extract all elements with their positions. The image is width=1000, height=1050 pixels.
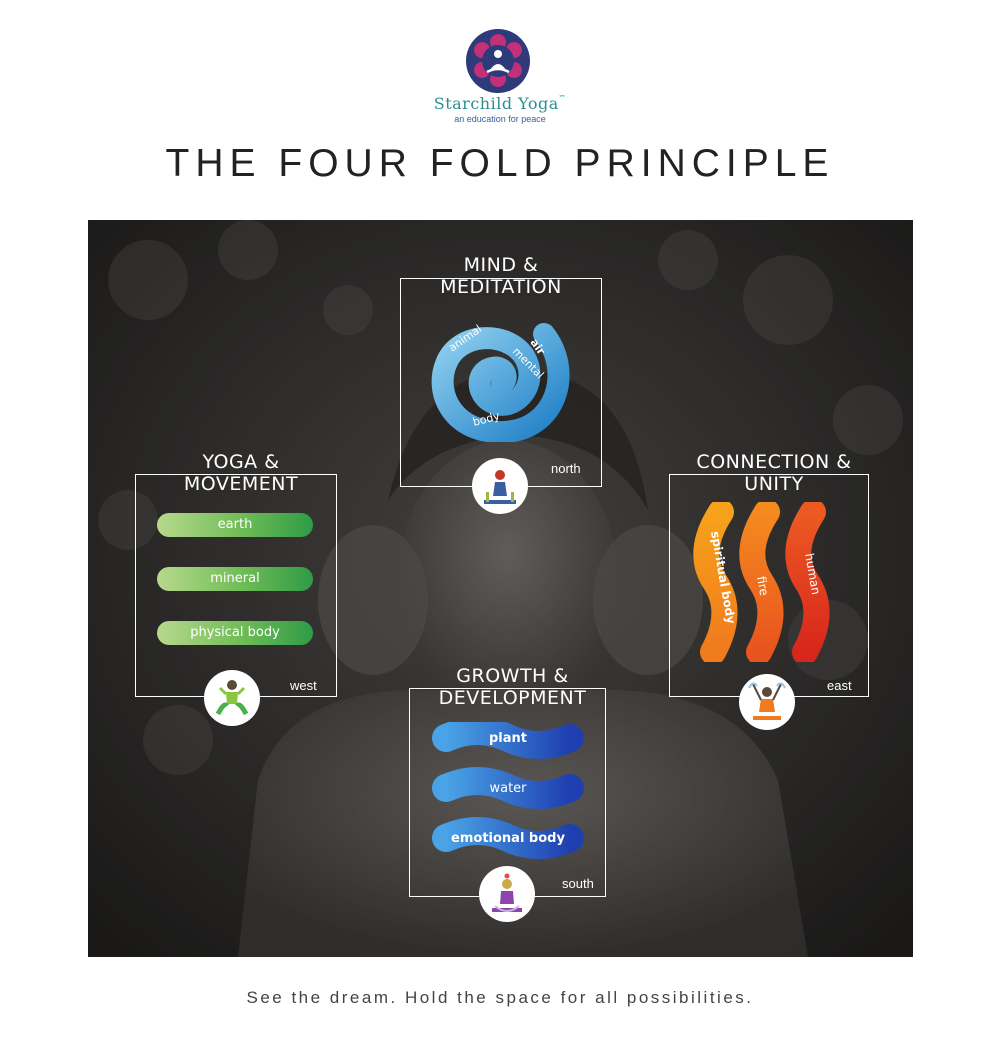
north-spiral: air animal mental body <box>431 322 570 442</box>
north-heading-line2: MEDITATION <box>440 276 562 298</box>
east-flames: spiritual body fire human <box>693 502 830 662</box>
east-heading-line1: CONNECTION & <box>696 451 852 473</box>
squatting-figure-icon <box>215 680 249 716</box>
page-title: THE FOUR FOLD PRINCIPLE <box>165 142 835 185</box>
east-yogi-avatar <box>739 674 795 730</box>
west-pill-physical-body: physical body <box>157 621 313 645</box>
arms-raised-figure-icon <box>748 682 786 720</box>
south-heading: GROWTH & DEVELOPMENT <box>424 665 601 709</box>
meditating-figure-icon <box>484 470 516 504</box>
south-yogi-avatar <box>479 866 535 922</box>
south-wave-plant: plant <box>489 731 527 746</box>
south-wave-water: water <box>489 781 527 796</box>
east-direction-label: east <box>827 678 852 693</box>
starchild-logo <box>466 29 530 93</box>
photo-panel: MIND & MEDITATION air animal mental body… <box>88 220 913 957</box>
brand-tagline: an education for peace <box>454 114 546 124</box>
south-wave-emotional-body: emotional body <box>451 831 565 846</box>
south-heading-line1: GROWTH & <box>456 665 569 687</box>
footer-slogan: See the dream. Hold the space for all po… <box>246 988 754 1007</box>
south-waves: plant water emotional body <box>432 722 584 859</box>
east-label-fire: fire <box>754 575 771 597</box>
north-heading: MIND & MEDITATION <box>420 254 582 298</box>
east-heading-line2: UNITY <box>744 473 804 495</box>
north-direction-label: north <box>551 461 581 476</box>
north-heading-line1: MIND & <box>463 254 539 276</box>
south-heading-line2: DEVELOPMENT <box>438 687 587 709</box>
north-yogi-avatar <box>472 458 528 514</box>
brand-name: Starchild Yoga™ <box>433 94 567 113</box>
west-pill-earth: earth <box>157 513 313 537</box>
west-direction-label: west <box>290 678 317 693</box>
west-heading: YOGA & MOVEMENT <box>165 451 317 495</box>
west-heading-line2: MOVEMENT <box>183 473 299 495</box>
west-heading-line1: YOGA & <box>202 451 280 473</box>
west-pill-mineral: mineral <box>157 567 313 591</box>
west-yogi-avatar <box>204 670 260 726</box>
east-heading: CONNECTION & UNITY <box>675 451 873 495</box>
lotus-figure-icon <box>492 873 522 912</box>
south-direction-label: south <box>562 876 594 891</box>
